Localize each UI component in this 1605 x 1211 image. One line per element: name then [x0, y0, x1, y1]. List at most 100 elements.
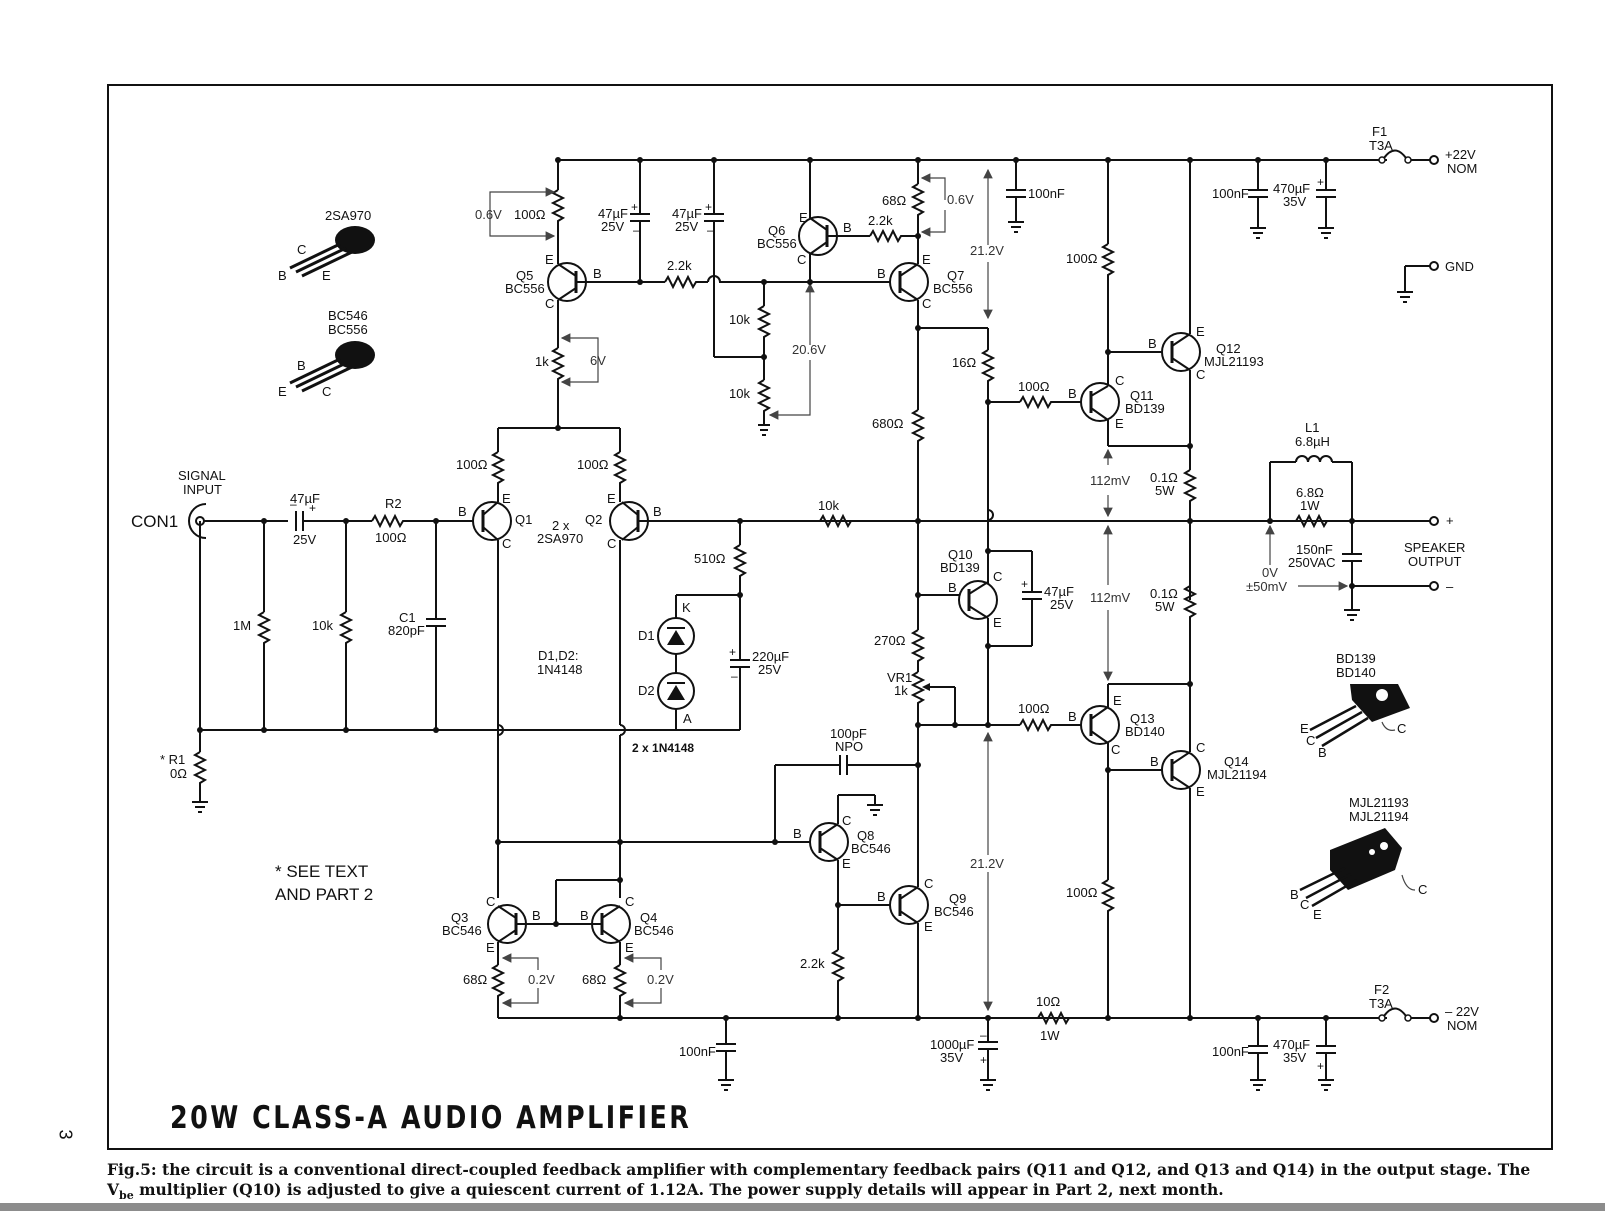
- cap-1000uf: – + 1000µF 35V: [930, 1018, 998, 1091]
- svg-text:+: +: [1021, 577, 1028, 591]
- con1-label: CON1: [131, 512, 178, 531]
- resistor-100-q11c: 100Ω: [1066, 243, 1116, 386]
- label-capacitors-c47_q10-v: 47µF: [1044, 584, 1074, 599]
- transistor-q11: B C E Q11 BD139: [1068, 373, 1165, 431]
- label-transistors-q7-pins-0: B: [877, 266, 886, 281]
- label-transistors-q5-pins-0: E: [545, 252, 554, 267]
- r10k-input-value: 10k: [312, 618, 333, 633]
- label-transistors-q9-pins-0: B: [877, 889, 886, 904]
- label-capacitors-c1000-r: 35V: [940, 1050, 963, 1065]
- label-diodes-k: K: [682, 600, 691, 615]
- q7-name: Q7: [947, 268, 964, 283]
- resistor-100-q13c: 100Ω: [1066, 879, 1116, 1018]
- svg-text:–: –: [290, 497, 297, 511]
- label-transistors-q2-pins-0: B: [653, 504, 662, 519]
- package-to126-bd139: BD139 BD140 E C B C: [1300, 651, 1410, 760]
- package-mjl21194-name: MJL21194: [1349, 809, 1409, 824]
- cap-47uf-b: + – 47µF 25V: [672, 160, 724, 278]
- voltage-0v6-q5: 0.6V: [475, 187, 556, 241]
- rail-pos-nom: NOM: [1447, 161, 1477, 176]
- input-label: INPUT: [183, 482, 222, 497]
- package-bd139-tab-c: C: [1397, 721, 1406, 736]
- cap-input-47uf: – + 47µF 25V: [290, 491, 372, 547]
- label-transistors-q9-pins-1: C: [924, 876, 933, 891]
- figure-caption: Fig.5: the circuit is a conventional dir…: [107, 1160, 1557, 1206]
- speaker-minus: –: [1446, 579, 1454, 594]
- label-resistors-r68_q6: 68Ω: [882, 193, 906, 208]
- label-diodes-a: A: [683, 711, 692, 726]
- caption-part1: Fig.5: the circuit is a conventional dir…: [107, 1160, 1531, 1199]
- label-resistors-r01_top-p: 5W: [1155, 483, 1175, 498]
- label-transistors-q14-pins-2: E: [1196, 784, 1205, 799]
- caption-part2: multiplier (Q10) is adjusted to give a q…: [133, 1180, 1224, 1199]
- resistor-2k2-q6: 2.2k: [868, 213, 918, 244]
- q10-type: BD139: [940, 560, 980, 575]
- label-transistors-q2-pins-2: C: [607, 536, 616, 551]
- transistor-q10: B C E Q10 BD139: [940, 547, 1002, 630]
- diode-d2: D2 A: [638, 672, 695, 726]
- resistor-10k-input: 10k: [312, 521, 354, 730]
- q6-type: BC556: [757, 236, 797, 251]
- resistor-270: 270Ω: [874, 629, 926, 662]
- cap-input-rating: 25V: [293, 532, 316, 547]
- label-resistors-r100_q11b: 100Ω: [1018, 379, 1050, 394]
- transistor-q7: B E C Q7 BC556: [877, 252, 973, 311]
- label-transistors-q6-pins-0: E: [799, 210, 808, 225]
- cap-47uf-a: + – 47µF 25V: [598, 160, 650, 282]
- q10-name: Q10: [948, 547, 973, 562]
- resistor-0r1-bottom: 0.1Ω 5W: [1150, 585, 1198, 636]
- label-resistors-r10_1w-v: 10Ω: [1036, 994, 1060, 1009]
- label-transistors-q7-pins-2: C: [922, 296, 931, 311]
- resistor-68-q3: 68Ω: [463, 964, 506, 1018]
- voltage-112mv-top: 112mV: [1090, 448, 1131, 518]
- label-transistors-q12-pins-0: B: [1148, 336, 1157, 351]
- resistor-68-q4: 68Ω: [582, 964, 628, 1018]
- label-transistors-q13-pins-0: B: [1068, 709, 1077, 724]
- signal-label: SIGNAL: [178, 468, 226, 483]
- label-transistors-q5-pins-1: B: [593, 266, 602, 281]
- label-voltages-v6: 6V: [590, 353, 606, 368]
- cap-100nf-rail-top: 100nF: [1212, 160, 1268, 239]
- label-capacitors-c220-v: 220µF: [752, 649, 789, 664]
- svg-text:+: +: [1317, 1059, 1324, 1073]
- package-bc546-name: BC546: [328, 308, 368, 323]
- resistor-1m: 1M: [233, 521, 272, 730]
- svg-text:–: –: [980, 1028, 987, 1042]
- label-inductor-value: 6.8µH: [1295, 434, 1330, 449]
- label-inductor-name: L1: [1305, 420, 1319, 435]
- transistor-q2: B E C Q2: [585, 491, 820, 551]
- package-mjl-pin-e: E: [1313, 907, 1322, 922]
- label-resistors-r68_q4: 68Ω: [582, 972, 606, 987]
- package-2sa970-name: 2SA970: [325, 208, 371, 223]
- diode-type: 1N4148: [537, 662, 583, 677]
- label-capacitors-c100n_rail_top: 100nF: [1212, 186, 1249, 201]
- label-transistors-q3-pins-0: C: [486, 894, 495, 909]
- resistor-r1: * R1 0Ω: [160, 751, 208, 813]
- package-2sa970-pin-e: E: [322, 268, 331, 283]
- svg-text:–: –: [633, 223, 640, 237]
- package-to92-bc546: BC546 BC556 B E C: [278, 308, 375, 399]
- vr1-trimpot: VR1 1k: [887, 662, 956, 725]
- package-bd139-pin-b: B: [1318, 745, 1327, 760]
- cap-input-value: 47µF: [290, 491, 320, 506]
- label-diodes-d2: D2: [638, 683, 655, 698]
- label-voltages-v112a: 112mV: [1090, 473, 1131, 488]
- resistor-510: 510Ω: [694, 544, 748, 595]
- voltage-0v6-q7: 0.6V: [920, 173, 974, 237]
- q3-type: BC546: [442, 923, 482, 938]
- package-bd139-pin-e: E: [1300, 721, 1309, 736]
- label-resistors-r01_bot-v: 0.1Ω: [1150, 586, 1178, 601]
- svg-text:+: +: [980, 1053, 987, 1067]
- svg-text:+: +: [309, 501, 316, 515]
- label-capacitors-c47_b-v: 47µF: [672, 206, 702, 221]
- label-capacitors-c47_a-r: 25V: [601, 219, 624, 234]
- transistor-q4: B C E Q4 BC546: [556, 894, 674, 955]
- label-transistors-q7-pins-1: E: [922, 252, 931, 267]
- label-resistors-r10k_a: 10k: [729, 312, 750, 327]
- package-bc546-pin-e: E: [278, 384, 287, 399]
- q6-name: Q6: [768, 223, 785, 238]
- cap-47uf-q10: + 47µF 25V: [1021, 551, 1074, 646]
- label-capacitors-c150n-v: 150nF: [1296, 542, 1333, 557]
- label-resistors-r100_q1: 100Ω: [456, 457, 488, 472]
- label-resistors-r68_q3: 68Ω: [463, 972, 487, 987]
